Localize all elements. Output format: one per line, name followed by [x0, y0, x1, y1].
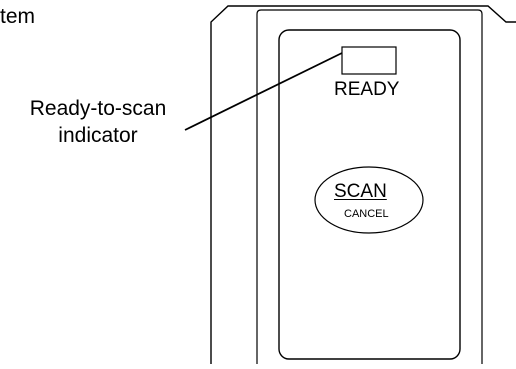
ready-label: READY [334, 79, 400, 100]
callout-line-1: Ready-to-scan [29, 97, 167, 120]
cancel-label: CANCEL [344, 208, 389, 220]
callout-line-2: indicator [58, 124, 138, 147]
front-panel [278, 29, 461, 360]
ready-indicator-light [341, 46, 397, 75]
device-housing-outline [210, 5, 516, 364]
scan-label: SCAN [334, 181, 387, 202]
callout-leader-line [184, 52, 343, 131]
top-text: tem [0, 5, 36, 28]
device-housing-seam [256, 9, 483, 364]
scan-cancel-button [314, 166, 424, 234]
callout-label: Ready-to-scan indicator [0, 95, 196, 149]
